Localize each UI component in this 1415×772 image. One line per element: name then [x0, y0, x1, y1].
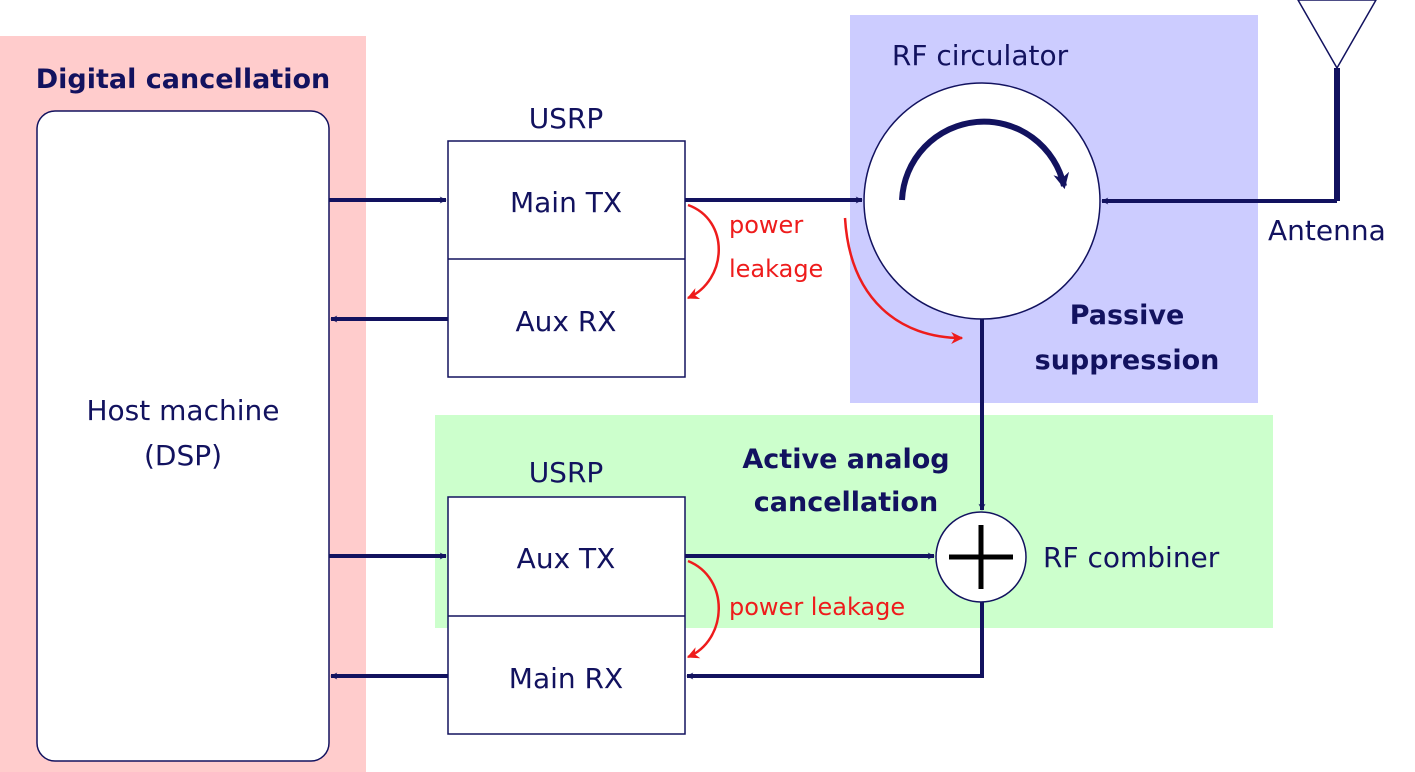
main-rx-label: Main RX [509, 662, 623, 695]
active-analog-line2: cancellation [754, 487, 938, 518]
combiner-to-main-rx-arrow [686, 602, 984, 680]
passive-label-line2: suppression [1035, 345, 1220, 376]
circulator-rotation-arrow [899, 118, 1070, 201]
host-label-line1: Host machine [87, 394, 280, 427]
aux-tx-label: Aux TX [517, 542, 616, 575]
leakage-arrow-top [686, 203, 720, 300]
usrp-bottom-title: USRP [529, 456, 604, 489]
leakage-bottom-label: power leakage [729, 593, 905, 621]
rf-combiner-label: RF combiner [1043, 541, 1220, 574]
host-machine-box [36, 110, 330, 762]
aux-rx-label: Aux RX [515, 305, 616, 338]
antenna-label: Antenna [1268, 214, 1386, 247]
digital-cancellation-title: Digital cancellation [36, 64, 330, 95]
leakage-top-line1: power [729, 211, 803, 239]
antenna-icon [1297, 0, 1377, 70]
leakage-arrow-bottom [686, 559, 720, 659]
leakage-top-line2: leakage [729, 255, 823, 283]
circulator-circle [863, 82, 1101, 320]
leakage-arrow-circulator [843, 217, 964, 344]
active-analog-line1: Active analog [742, 444, 949, 475]
host-label-line2: (DSP) [144, 439, 222, 472]
usrp-top-title: USRP [529, 102, 604, 135]
main-tx-label: Main TX [510, 186, 622, 219]
rf-circulator-title: RF circulator [892, 39, 1069, 72]
passive-label-line1: Passive [1070, 300, 1185, 331]
